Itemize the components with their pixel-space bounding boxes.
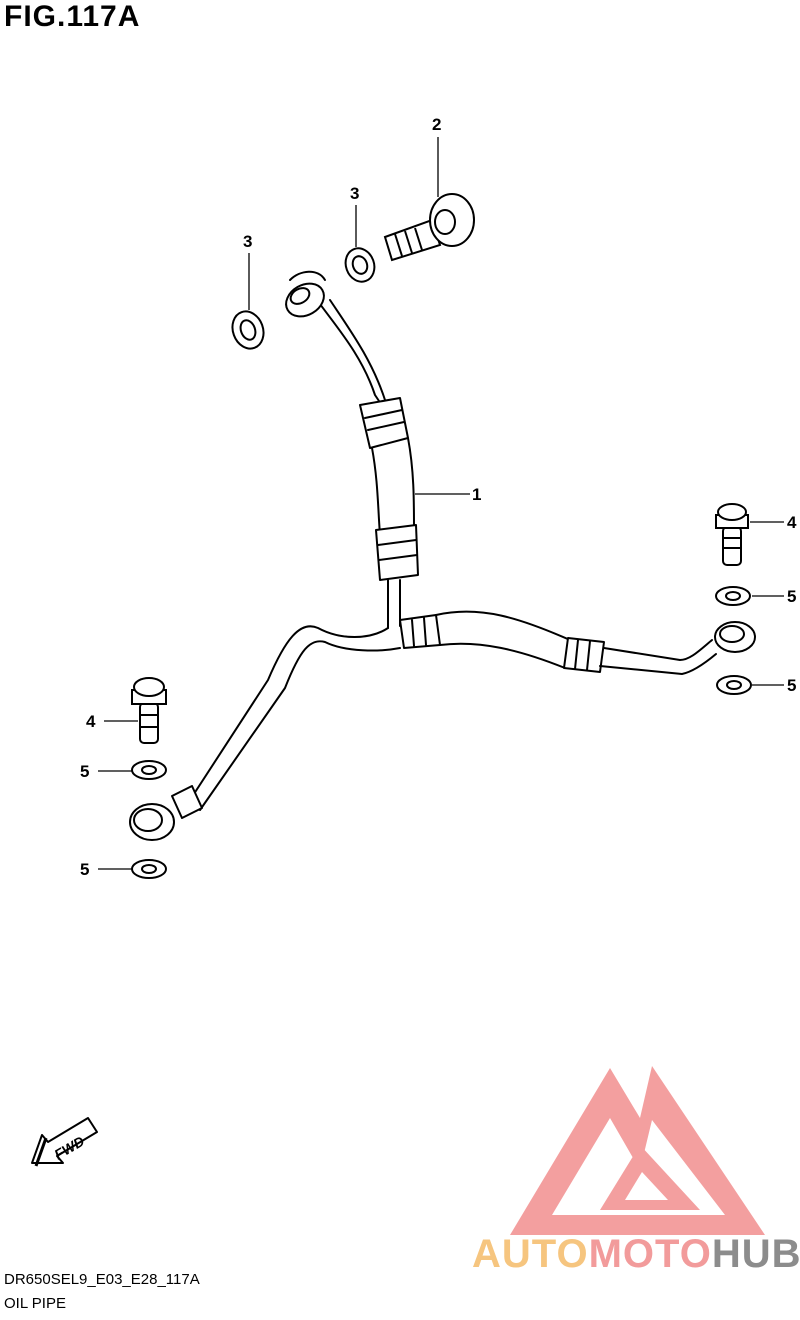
diagram-code: DR650SEL9_E03_E28_117A xyxy=(4,1271,200,1288)
watermark-text: AUTOMOTOHUB xyxy=(472,1232,800,1277)
part-name: OIL PIPE xyxy=(4,1295,66,1312)
bolt-right xyxy=(715,503,749,566)
callout-5-lower-left: 5 xyxy=(80,860,89,879)
callout-2: 2 xyxy=(432,115,441,134)
callout-3-left: 3 xyxy=(243,232,252,251)
oil-pipe-assembly xyxy=(129,270,756,841)
washers-5 xyxy=(131,586,752,879)
callout-4-right: 4 xyxy=(787,513,797,532)
union-bolt xyxy=(383,193,475,262)
callout-1: 1 xyxy=(472,485,481,504)
watermark-moto: MOTO xyxy=(588,1232,712,1276)
bolt-left xyxy=(131,677,167,744)
watermark-logo-icon xyxy=(510,1066,765,1235)
callout-5-lower-right: 5 xyxy=(787,676,796,695)
watermark-auto: AUTO xyxy=(472,1232,589,1276)
figure-title: FIG.117A xyxy=(4,0,141,33)
watermark-hub: HUB xyxy=(711,1232,800,1276)
callout-4-left: 4 xyxy=(86,712,96,731)
gasket-washers-3 xyxy=(231,247,376,350)
callout-5-upper-left: 5 xyxy=(80,762,89,781)
callout-3-right: 3 xyxy=(350,184,359,203)
fwd-arrow-icon: FWD xyxy=(31,1117,98,1167)
leader-lines xyxy=(98,137,784,870)
callout-5-upper-right: 5 xyxy=(787,587,796,606)
